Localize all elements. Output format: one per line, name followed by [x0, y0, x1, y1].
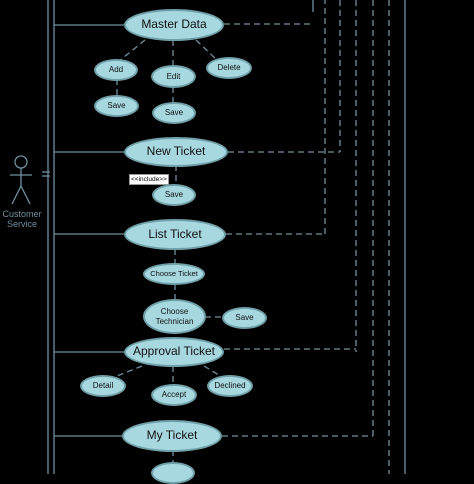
actor-left-leg: [11, 185, 22, 205]
use-case-detail[interactable]: Detail: [80, 375, 126, 397]
use-case-save-technician[interactable]: Save: [222, 307, 267, 329]
use-case-new-ticket[interactable]: New Ticket: [124, 137, 228, 167]
diagram-connectors: [10, 0, 406, 474]
use-case-my-ticket[interactable]: My Ticket: [122, 420, 222, 452]
use-case-delete[interactable]: Delete: [206, 57, 252, 79]
actor-right-leg: [20, 185, 31, 205]
use-case-save-edit[interactable]: Save: [152, 102, 196, 124]
include-stereotype-label: <<include>>: [129, 174, 169, 185]
use-case-partial-bottom[interactable]: [151, 462, 195, 484]
use-case-add[interactable]: Add: [94, 59, 138, 81]
use-case-declined[interactable]: Declined: [207, 375, 253, 397]
use-case-accept[interactable]: Accept: [151, 384, 197, 406]
use-case-choose-ticket[interactable]: Choose Ticket: [143, 263, 205, 285]
use-case-edit[interactable]: Edit: [151, 65, 196, 88]
use-case-choose-technician[interactable]: Choose Technician: [143, 299, 206, 334]
use-case-master-data[interactable]: Master Data: [124, 9, 224, 41]
use-case-save-add[interactable]: Save: [94, 95, 139, 117]
use-case-approval-ticket[interactable]: Approval Ticket: [124, 337, 224, 367]
actor-head: [14, 155, 28, 169]
actor-label: Customer Service: [2, 209, 42, 229]
use-case-list-ticket[interactable]: List Ticket: [124, 219, 226, 250]
use-case-save-new-ticket[interactable]: Save: [152, 184, 196, 206]
